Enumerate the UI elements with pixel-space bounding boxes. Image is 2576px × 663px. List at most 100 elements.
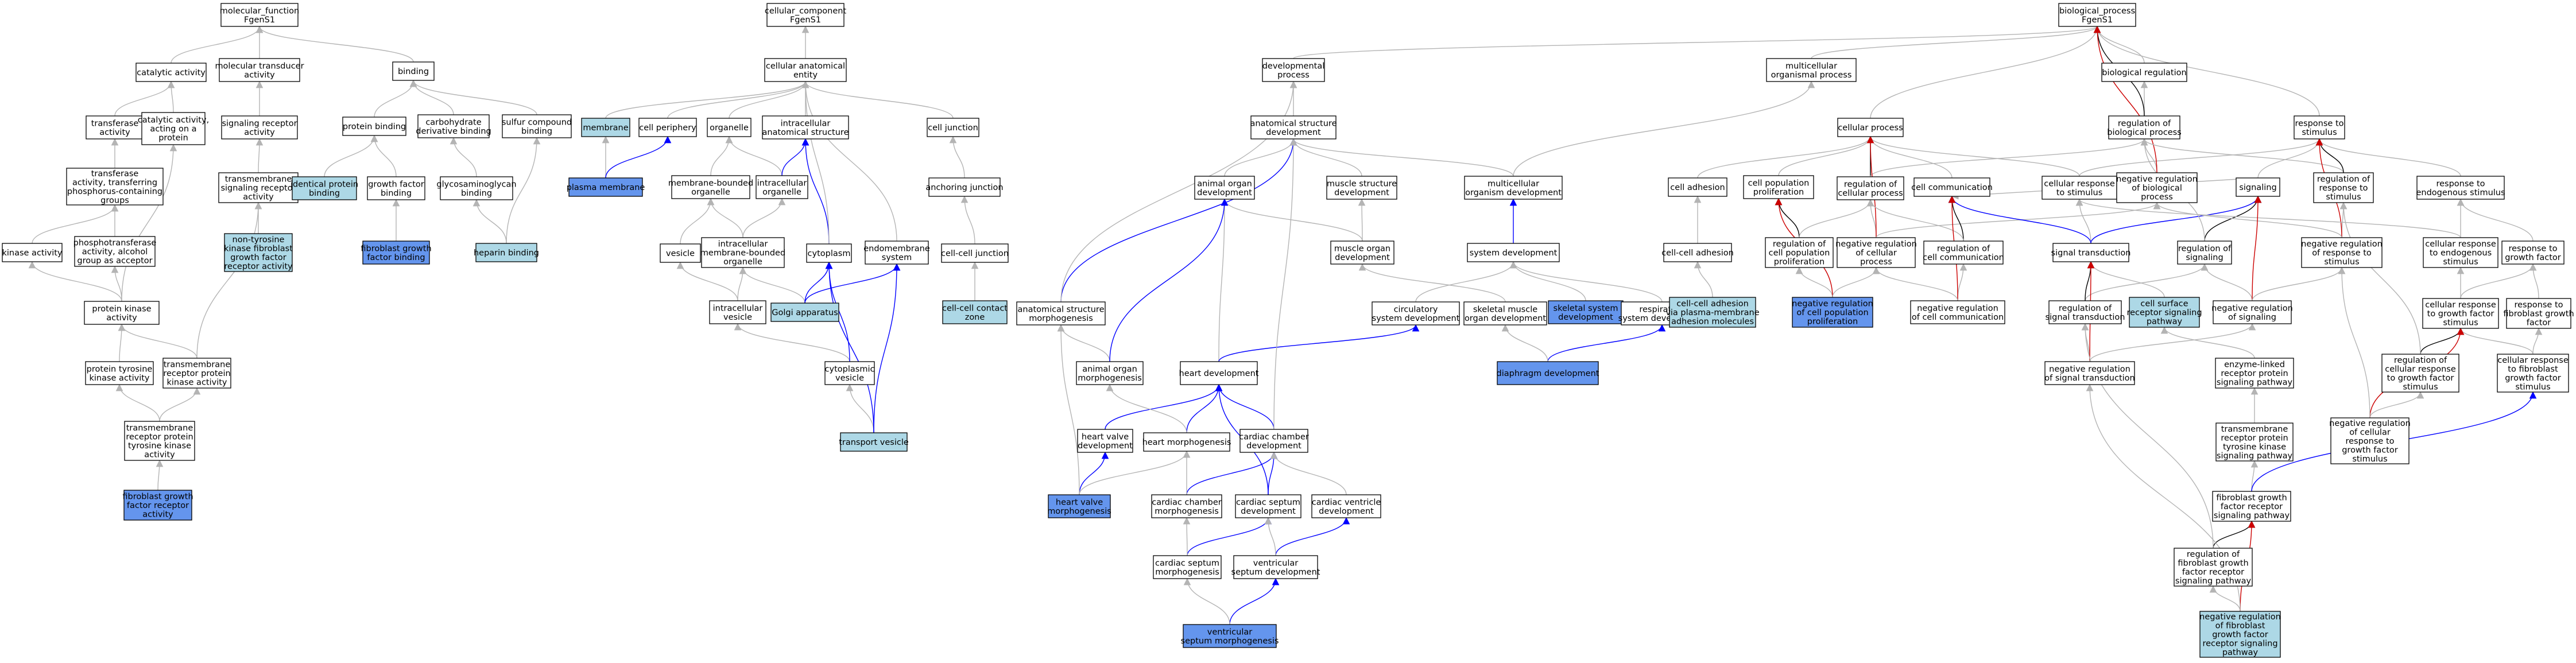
go-term-node-golgi[interactable]: Golgi apparatus bbox=[770, 303, 839, 322]
go-term-node-cadh[interactable]: cell adhesion bbox=[1668, 177, 1727, 197]
go-term-node-tv[interactable]: transport vesicle bbox=[839, 432, 909, 452]
go-term-node-cyto[interactable]: cytoplasm bbox=[806, 243, 852, 263]
go-term-node-bind[interactable]: binding bbox=[392, 61, 435, 81]
go-term-node-aj[interactable]: anchoring junction bbox=[925, 177, 1004, 197]
go-term-node-st[interactable]: signal transduction bbox=[2051, 243, 2131, 262]
go-term-node-memb[interactable]: membrane bbox=[581, 118, 630, 137]
go-term-node-protbind[interactable]: protein binding bbox=[342, 117, 406, 136]
go-term-node-pm[interactable]: plasma membrane bbox=[567, 177, 645, 197]
go-term-node-diaph[interactable]: diaphragm development bbox=[1497, 361, 1599, 385]
go-term-node-kin[interactable]: kinase activity bbox=[2, 243, 63, 262]
go-term-node-breg[interactable]: biological regulation bbox=[2101, 63, 2187, 82]
go-term-node-hepb[interactable]: heparin binding bbox=[474, 243, 539, 262]
go-term-node-hm[interactable]: heart morphogenesis bbox=[1142, 432, 1231, 452]
go-term-node-heartd[interactable]: heart development bbox=[1179, 361, 1259, 385]
go-term-node-cat[interactable]: catalytic activity bbox=[135, 63, 207, 82]
go-term-node-ccj[interactable]: cell-cell junction bbox=[941, 243, 1009, 263]
go-term-node-cperi[interactable]: cell periphery bbox=[638, 118, 697, 137]
go-term-node-ccom[interactable]: cell communication bbox=[1911, 177, 1993, 197]
go-term-node-ves[interactable]: vesicle bbox=[660, 243, 701, 263]
go-term-node-ccadh[interactable]: cell-cell adhesion bbox=[1661, 243, 1734, 262]
go-term-node-sysd[interactable]: system development bbox=[1467, 243, 1560, 262]
go-term-node-sig[interactable]: signaling bbox=[2236, 177, 2280, 197]
go-term-node-cj[interactable]: cell junction bbox=[927, 118, 979, 137]
